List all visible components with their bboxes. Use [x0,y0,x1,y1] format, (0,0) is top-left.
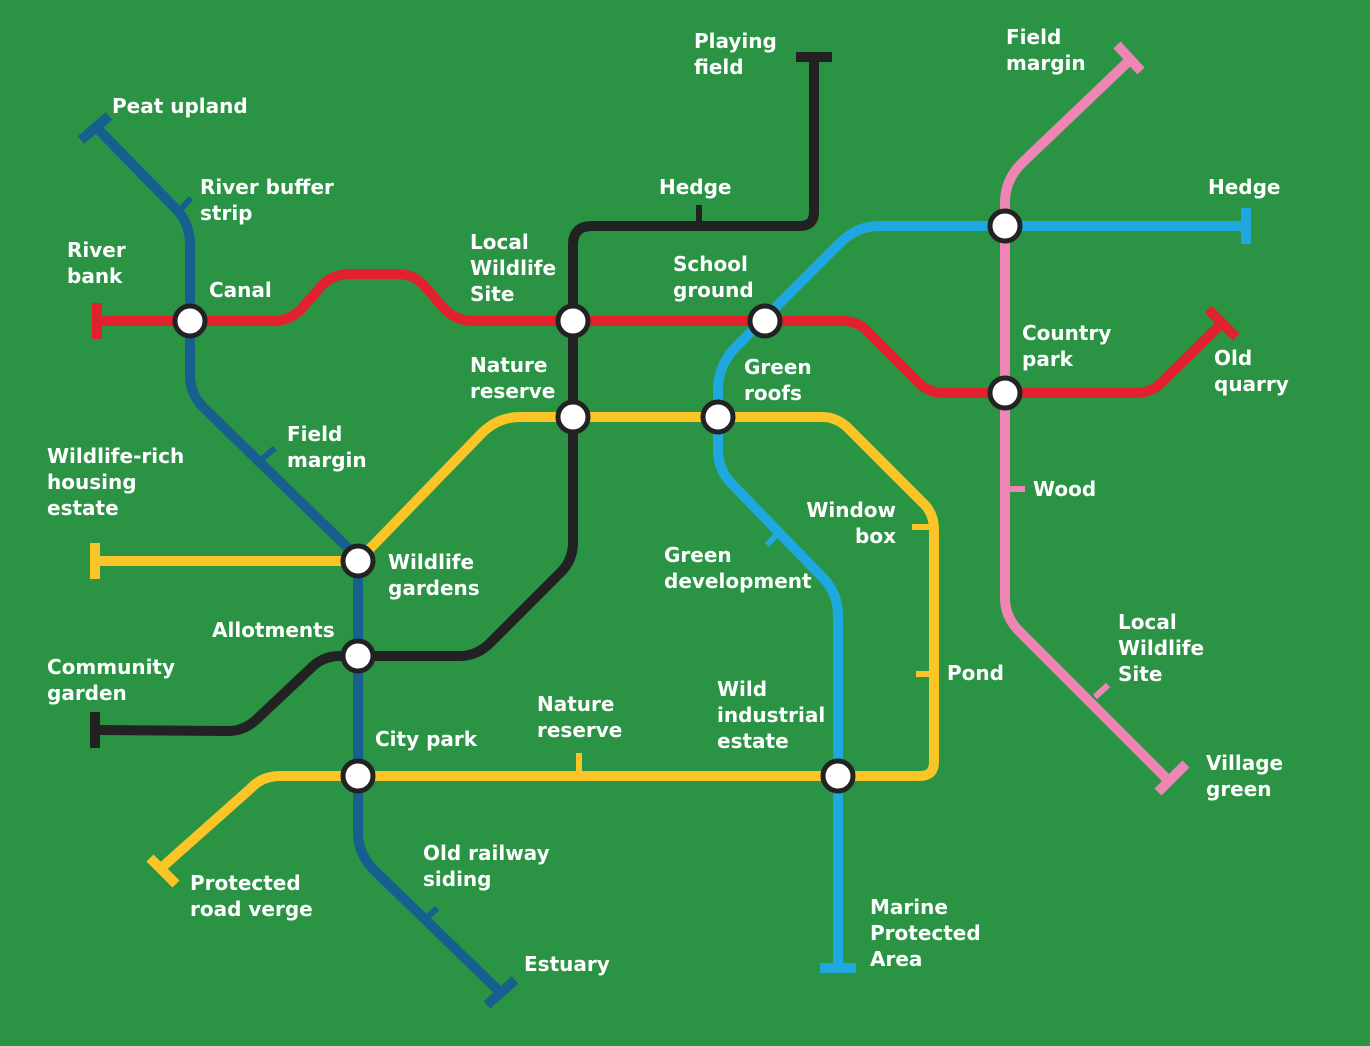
label-hedge-cyan: Hedge [1208,175,1281,199]
yellow-line [95,412,939,873]
label-window-box: Window box [806,498,896,548]
label-wood: Wood [1033,477,1097,501]
label-pond: Pond [947,661,1004,685]
label-local-wildlife-site: Local Wildlife Site [470,230,557,306]
label-city-park: City park [375,727,478,751]
red-line [97,269,1226,398]
label-hedge-black: Hedge [659,175,732,199]
black-line [94,57,819,736]
label-peat-upland: Peat upland [112,94,248,118]
cyan-line [713,221,1246,970]
label-wildlife-rich-housing-estate: Wildlife-rich housing estate [47,444,185,520]
interchange-city-park [340,758,376,794]
label-nature-reserve-top: Nature reserve [470,353,556,403]
interchange-canal [172,303,208,339]
label-wildlife-gardens: Wildlife gardens [388,550,480,600]
blue-line [91,122,504,996]
interchange-wildlife-gardens [340,543,376,579]
interchange-school-ground [747,303,783,339]
label-green-development: Green development [664,543,812,593]
label-nature-reserve-bottom: Nature reserve [537,692,623,742]
station-tick-local-wildlife-site-pink [1092,682,1111,700]
label-estuary: Estuary [524,952,610,976]
label-community-garden: Community garden [47,655,176,705]
station-tick-green-development [764,529,782,548]
red-line-end-cap [1204,305,1240,341]
blue-line-end-cap [77,112,113,144]
label-playing-field: Playing field [694,29,777,79]
station-tick-field-margin-blue [260,445,277,462]
label-old-railway-siding: Old railway siding [423,841,550,891]
label-country-park: Country park [1022,321,1112,371]
label-river-buffer-strip: River buffer strip [200,175,334,225]
interchange-local-wildlife-site [555,303,591,339]
label-field-margin-pink: Field margin [1006,25,1086,75]
label-wild-industrial-estate: Wild industrial estate [717,677,826,753]
station-tick-old-railway-siding [422,905,440,923]
interchange-wild-industrial-estate [820,758,856,794]
label-protected-road-verge: Protected road verge [190,871,313,921]
interchange-allotments [340,638,376,674]
label-allotments: Allotments [212,618,335,642]
interchange-field-margin-hedge [987,208,1023,244]
label-field-margin-blue: Field margin [287,422,367,472]
interchange-nature-reserve [555,399,591,435]
station-tick-river-buffer-strip [177,195,194,213]
interchange-country-park [987,375,1023,411]
label-local-wildlife-site-pink: Local Wildlife Site [1118,610,1205,686]
label-old-quarry: Old quarry [1214,346,1289,396]
blue-line-end-cap [483,976,519,1009]
label-canal: Canal [209,278,272,302]
label-marine-protected-area: Marine Protected Area [870,895,981,971]
pink-line-end-cap [1113,41,1145,75]
label-green-roofs: Green roofs [744,355,812,405]
pink-line-end-cap [1154,760,1190,796]
label-school-ground: School ground [673,252,754,302]
label-village-green: Village green [1206,751,1284,801]
label-river-bank: River bank [67,238,126,288]
interchange-green-roofs [700,399,736,435]
yellow-line-end-cap [146,854,180,888]
